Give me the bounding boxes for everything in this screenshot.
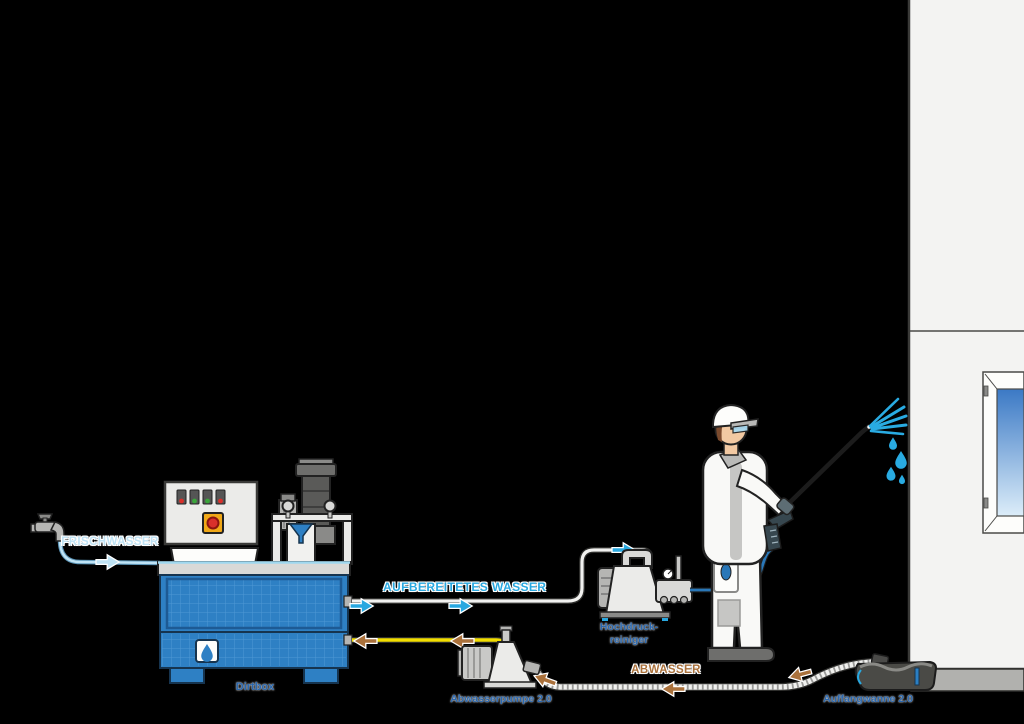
spray-lance-assembly <box>763 397 908 552</box>
faucet-icon <box>30 513 65 542</box>
spray-icon <box>868 397 908 436</box>
window-hinge-icon <box>983 497 989 509</box>
worker <box>701 403 789 662</box>
control-panel <box>163 480 259 546</box>
fresh-water-hose <box>58 539 161 565</box>
water-level-icon <box>857 669 862 685</box>
window-glass <box>996 388 1024 517</box>
collection-tray <box>854 653 938 691</box>
dirtbox-machine <box>157 458 353 684</box>
waste-pump <box>457 625 542 689</box>
fresh-water-supply <box>30 513 161 570</box>
flow-arrow-right-icon <box>95 554 120 570</box>
emergency-stop-icon <box>202 512 224 534</box>
valve-icon <box>323 499 337 519</box>
spray-gun <box>763 508 794 552</box>
lance <box>780 424 872 512</box>
glove <box>776 497 795 516</box>
tank-ledge <box>157 561 351 576</box>
window-hinge-icon <box>983 385 989 397</box>
machine-foot <box>169 667 205 684</box>
tray-body <box>854 660 938 691</box>
flow-arrow-left-icon <box>353 633 378 649</box>
tray-sensor <box>914 667 920 686</box>
pump-inlet <box>522 659 542 676</box>
wall-face <box>908 0 1024 669</box>
safety-glasses-icon <box>732 424 749 434</box>
water-drops-icon <box>886 437 907 485</box>
pump-motor <box>461 645 493 681</box>
window <box>982 371 1024 534</box>
knee-patch <box>717 599 741 627</box>
indicator-lights-icon <box>176 489 226 505</box>
pressure-washer <box>597 549 693 621</box>
valve-icon <box>281 499 295 519</box>
waste-water-line <box>530 658 876 697</box>
machine-foot <box>303 667 339 684</box>
pocket-tool <box>720 563 732 581</box>
worker-shoe <box>707 647 776 662</box>
building-wall <box>907 0 1024 692</box>
funnel-icon <box>288 523 314 544</box>
